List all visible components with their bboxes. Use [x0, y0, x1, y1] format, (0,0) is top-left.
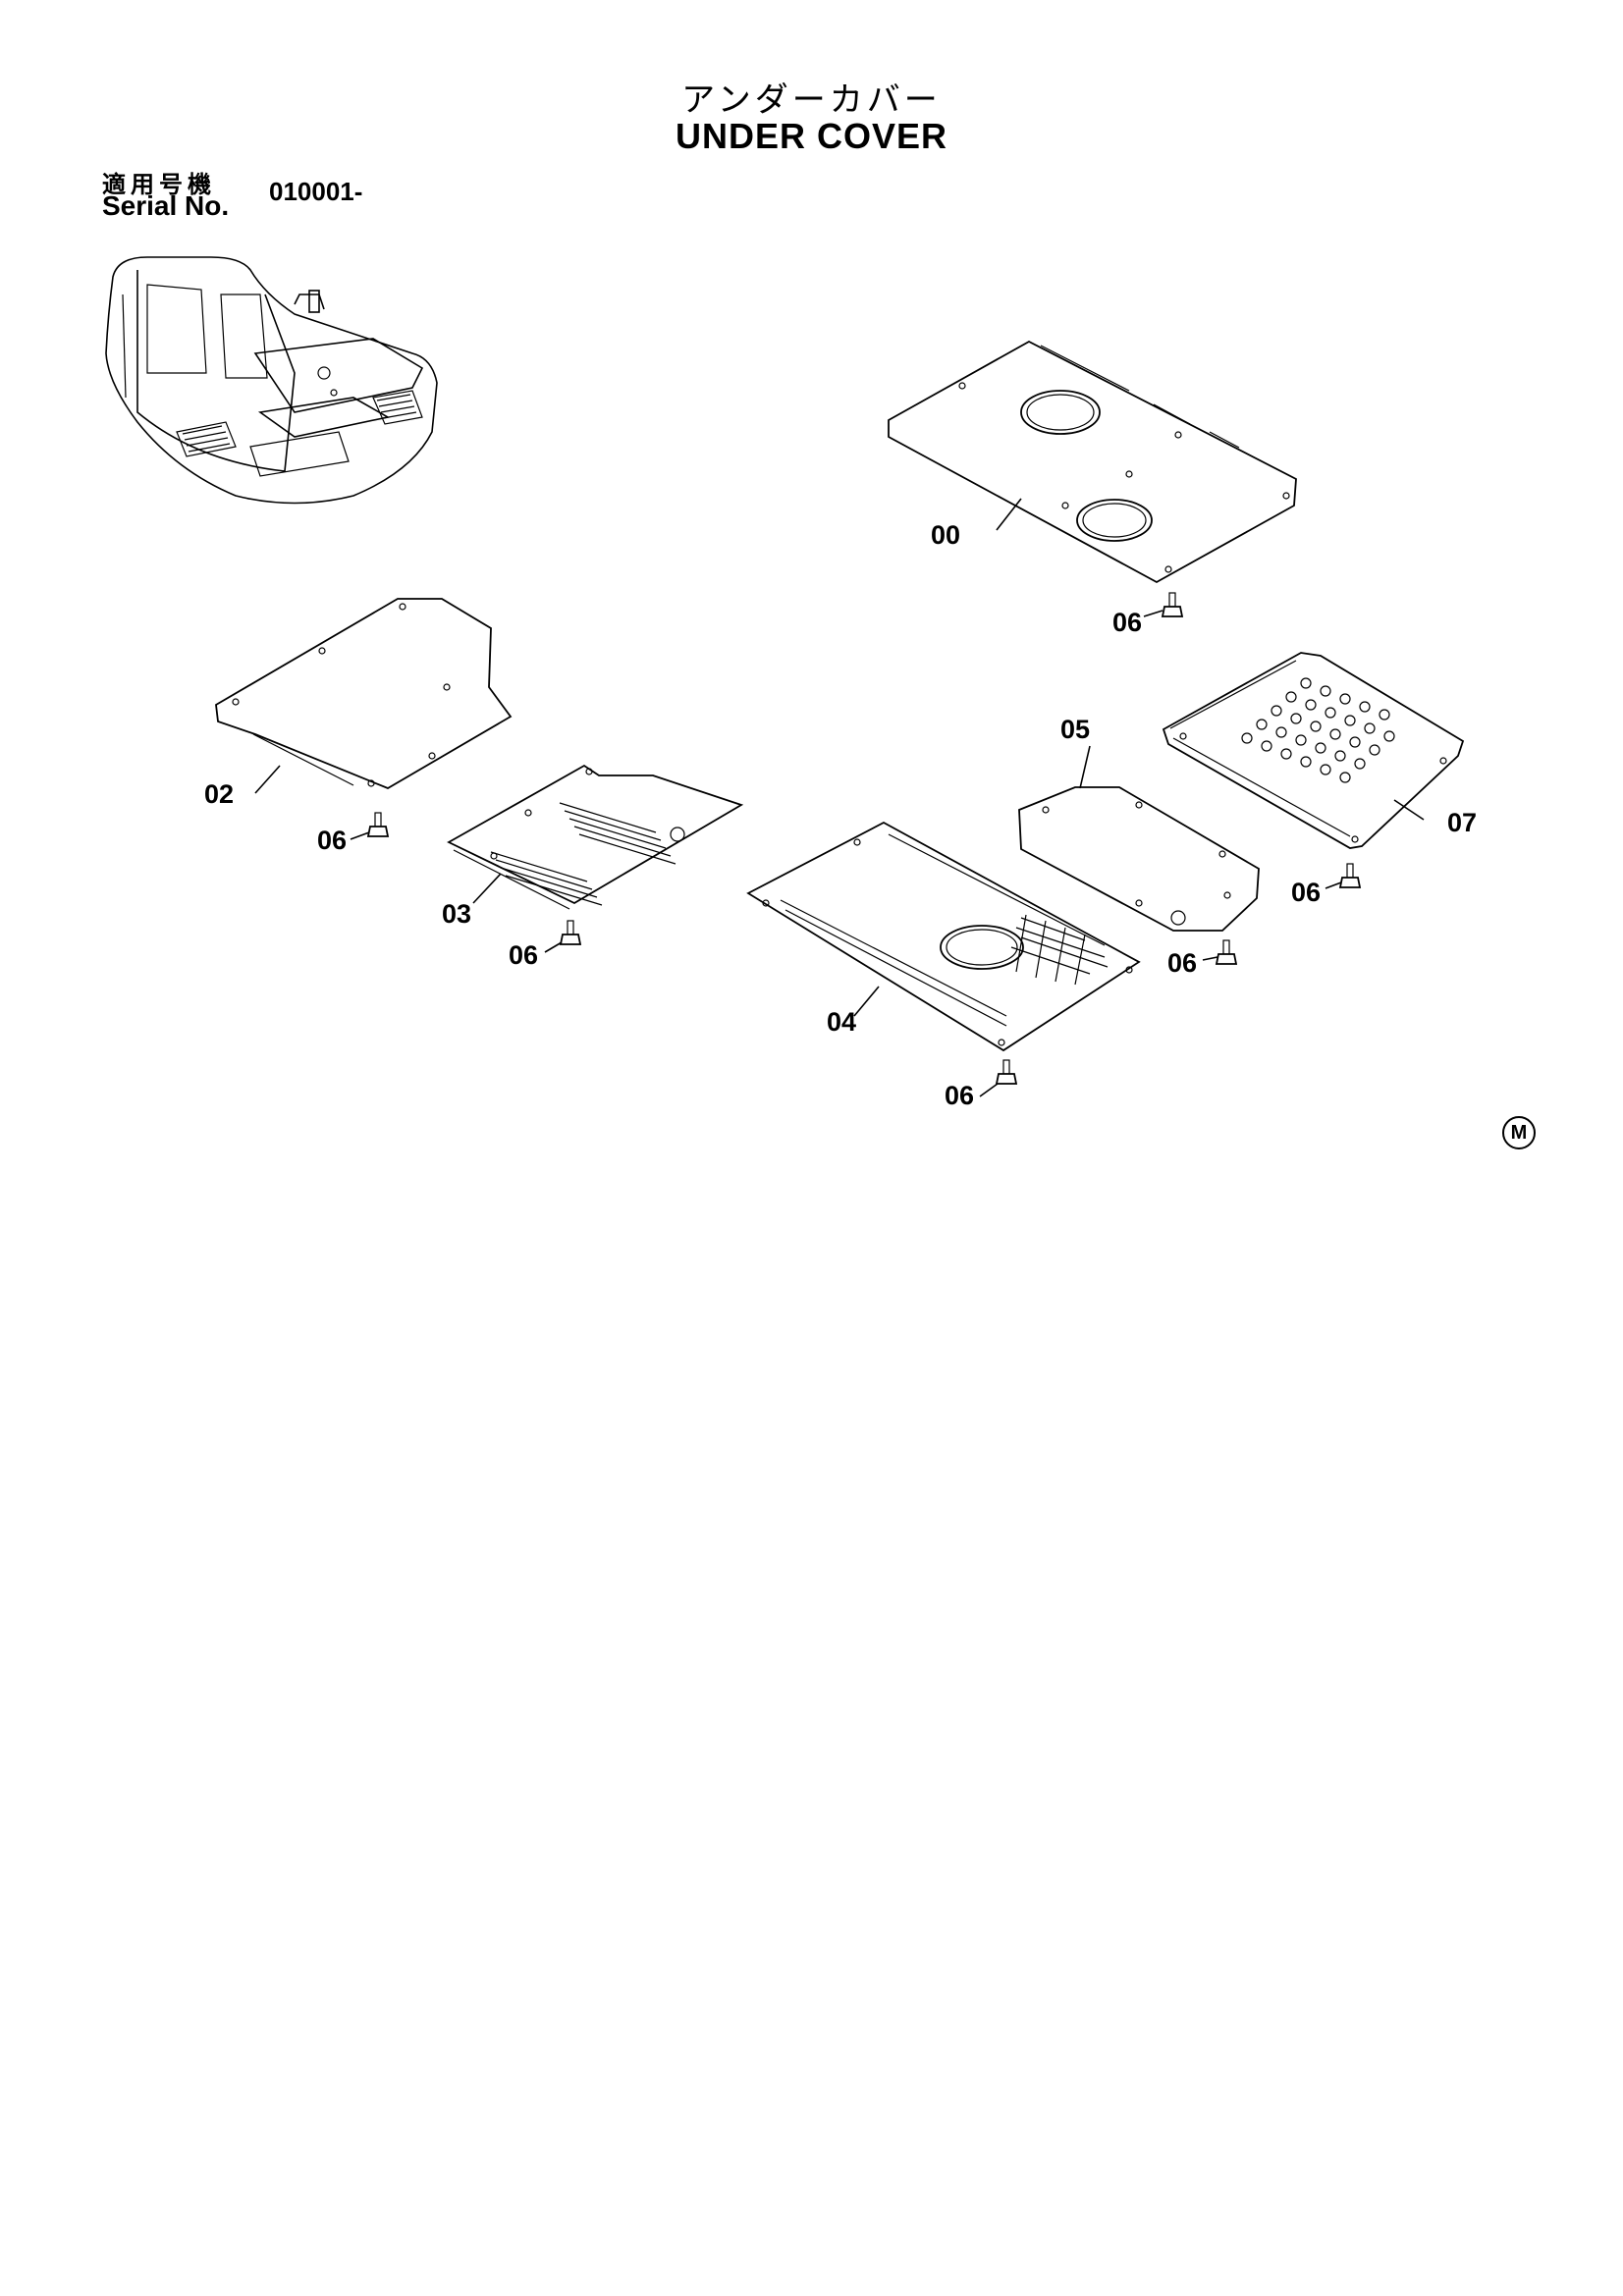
- bolt-06-icon: [559, 920, 582, 945]
- part-03-louvers: [490, 802, 676, 906]
- callout-03: 03: [442, 899, 471, 929]
- overview-hatch-left: [182, 425, 231, 453]
- part-02-cover: [215, 598, 513, 790]
- callout-07: 07: [1447, 808, 1477, 837]
- part-04-cover: [746, 821, 1141, 1052]
- callout-06: 06: [1167, 948, 1197, 978]
- callout-06: 06: [509, 940, 538, 970]
- corner-m-mark: M: [1502, 1116, 1536, 1149]
- serial-label-english: Serial No.: [102, 190, 230, 221]
- page-title-japanese: アンダーカバー: [681, 80, 942, 120]
- part-00-cover: [888, 340, 1297, 584]
- part-05-cover: [1018, 786, 1260, 932]
- callout-05: 05: [1060, 715, 1090, 744]
- overview-hatch-right: [376, 394, 417, 419]
- bolt-06-icon: [995, 1059, 1018, 1085]
- bolt-06-icon: [1161, 592, 1184, 617]
- callout-06: 06: [317, 826, 347, 855]
- serial-label-japanese: 適用号機: [102, 171, 216, 198]
- part-03-cover: [447, 764, 744, 910]
- part-04-mesh: [1010, 914, 1109, 986]
- part-07-perforations: [1241, 677, 1395, 783]
- callout-02: 02: [204, 779, 234, 809]
- machine-overview-illustration: [105, 256, 438, 505]
- callout-04: 04: [827, 1007, 856, 1037]
- bolt-06-icon: [1215, 939, 1238, 965]
- callout-06: 06: [1112, 608, 1142, 637]
- bolt-06-icon: [1338, 863, 1362, 888]
- callout-06: 06: [1291, 878, 1321, 907]
- page-title-english: UNDER COVER: [675, 116, 948, 156]
- part-07-cover: [1162, 652, 1465, 849]
- callout-06: 06: [945, 1081, 974, 1110]
- callout-00: 00: [931, 520, 960, 550]
- bolt-06-icon: [366, 812, 390, 837]
- serial-number-value: 010001-: [269, 177, 363, 206]
